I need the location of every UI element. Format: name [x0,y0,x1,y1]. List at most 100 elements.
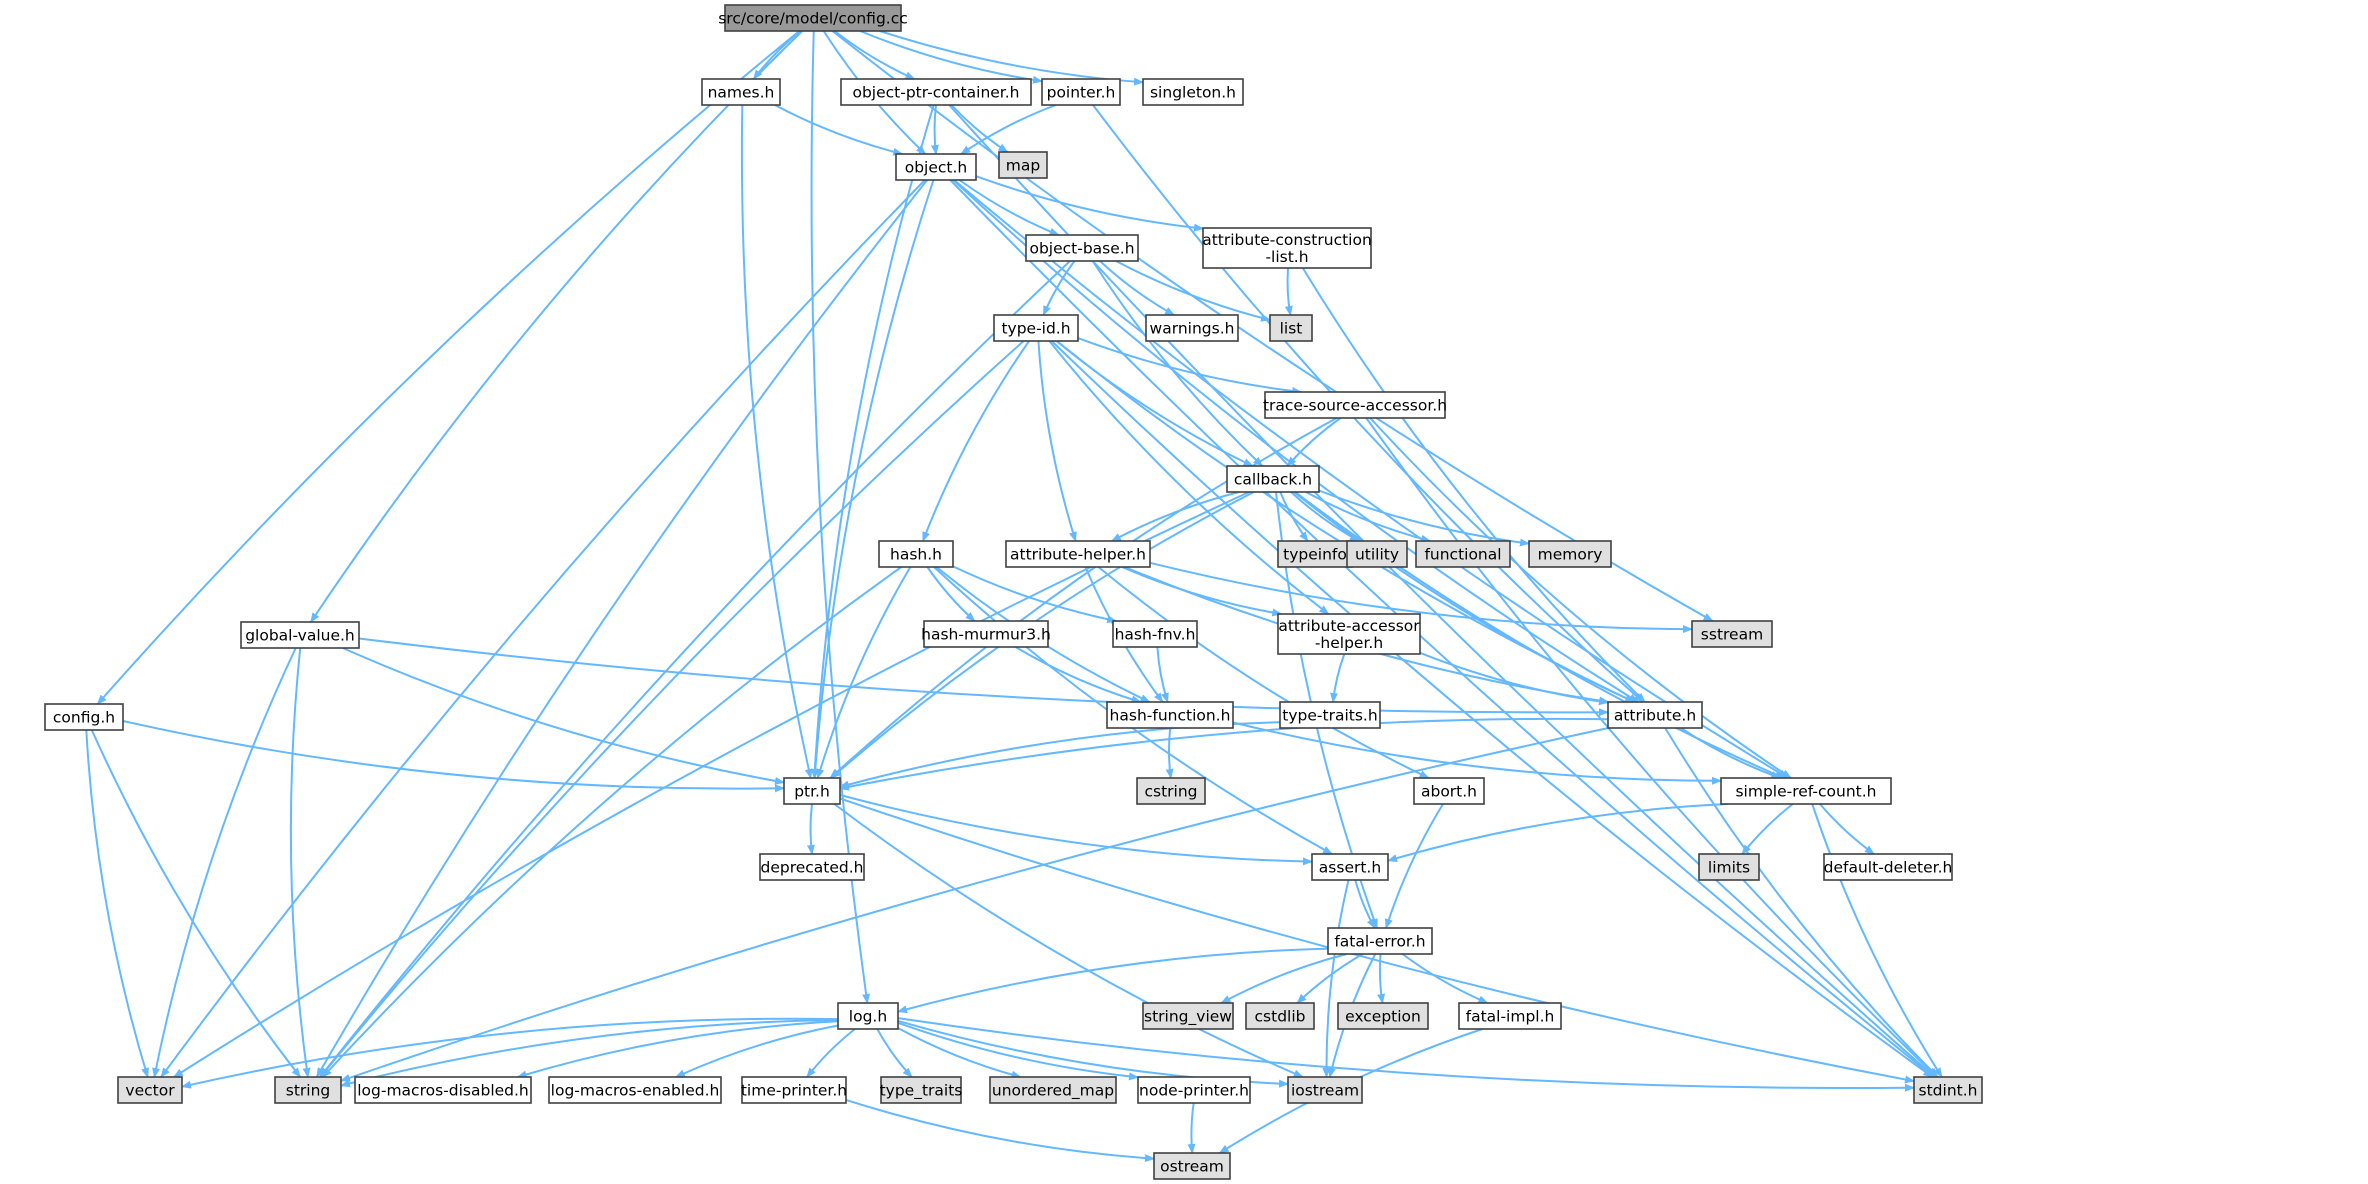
node-stdint: stdint.h [1913,1076,1983,1104]
edge-log-to-node_printer [897,1021,1139,1081]
node-label: sstream [1701,626,1763,644]
edge-type_id-to-attr_helper [1037,340,1077,542]
node-attribute[interactable]: attribute.h [1607,701,1703,729]
node-label: map [1006,157,1040,175]
node-ptr[interactable]: ptr.h [783,777,841,805]
node-memory: memory [1528,540,1612,568]
edge-config_cc-to-names [752,30,802,80]
node-lme[interactable]: log-macros-enabled.h [548,1076,722,1104]
node-config-h[interactable]: config.h [44,703,124,731]
node-warnings[interactable]: warnings.h [1145,314,1239,342]
node-label: attribute.h [1614,707,1696,725]
node-acl[interactable]: attribute-construction-list.h [1202,227,1372,269]
edge-log-to-time_printer [806,1028,856,1078]
node-fatal-impl[interactable]: fatal-impl.h [1458,1002,1562,1030]
node-fnv[interactable]: hash-fnv.h [1112,620,1198,648]
edge-src-to-limits [1741,803,1794,855]
node-pointer[interactable]: pointer.h [1041,78,1121,106]
node-box [1269,314,1313,342]
node-type-traits: type_traits [880,1076,962,1104]
node-label: log-macros-enabled.h [551,1082,720,1100]
node-log[interactable]: log.h [837,1002,899,1030]
edge-fatal_error-to-cstdlib [1296,953,1364,1004]
node-label: vector [125,1082,175,1100]
node-lmd[interactable]: log-macros-disabled.h [354,1076,532,1104]
node-box [1413,777,1485,805]
node-box [1279,701,1381,729]
edge-attr_helper-to-aah [1121,566,1283,617]
node-type-traits-h[interactable]: type-traits.h [1279,701,1381,729]
edge-log-to-lmd [516,1020,839,1079]
node-callback[interactable]: callback.h [1226,465,1320,493]
node-object[interactable]: object.h [895,153,977,181]
node-limits: limits [1698,853,1760,881]
node-box [741,1076,847,1104]
node-label: attribute-helper.h [1010,546,1146,564]
node-object-base[interactable]: object-base.h [1025,234,1139,262]
edge-attr_helper-to-sstream [1149,561,1693,634]
node-box [1137,1076,1251,1104]
edge-object-to-acl [975,175,1204,232]
node-box [1202,227,1372,269]
node-hash-function[interactable]: hash-function.h [1106,701,1234,729]
node-time-printer[interactable]: time-printer.h [741,1076,847,1104]
node-default-deleter[interactable]: default-deleter.h [1823,853,1953,881]
node-singleton[interactable]: singleton.h [1142,78,1244,106]
node-label: string_view [1144,1008,1232,1027]
node-label: hash.h [890,546,942,564]
node-node-printer[interactable]: node-printer.h [1137,1076,1251,1104]
node-attr-helper[interactable]: attribute-helper.h [1005,540,1151,568]
node-label: assert.h [1319,859,1381,877]
node-deprecated[interactable]: deprecated.h [759,853,865,881]
node-box [1458,1002,1562,1030]
node-label: time-printer.h [741,1082,847,1100]
edge-attribute-to-stdint [1664,727,1939,1078]
node-opc[interactable]: object-ptr-container.h [840,78,1032,106]
node-box [1607,701,1703,729]
edge-time_printer-to-ostream [845,1098,1155,1163]
node-box [1264,391,1446,419]
edge-src-to-default_deleter [1819,803,1875,855]
node-aah[interactable]: attribute-accessor-helper.h [1277,613,1421,655]
node-global-value[interactable]: global-value.h [240,621,360,649]
node-label: iostream [1291,1082,1359,1100]
node-label: abort.h [1421,783,1477,801]
node-tsa[interactable]: trace-source-accessor.h [1263,391,1447,419]
node-config-cc[interactable]: src/core/model/config.cc [718,4,908,32]
node-murmur[interactable]: hash-murmur3.h [921,620,1051,648]
edge-ptr-to-iostream [833,803,1304,1078]
node-type-id[interactable]: type-id.h [993,314,1079,342]
edge-ptr-to-deprecated [806,803,815,855]
node-label: utility [1355,546,1399,564]
node-box [1528,540,1612,568]
edge-fatal_error-to-fatal_impl [1401,953,1489,1004]
edge-assert-to-iostream [1322,879,1350,1078]
node-box [724,4,902,32]
edge-object-to-vector [160,179,926,1078]
edge-type_traits_h-to-ptr [839,721,1281,789]
edge-node_printer-to-ostream [1187,1102,1196,1154]
edge-log-to-lme [674,1024,839,1078]
node-box [354,1076,532,1104]
edge-log-to-type_traits [876,1028,913,1078]
node-fatal-error[interactable]: fatal-error.h [1327,927,1433,955]
node-label: default-deleter.h [1824,859,1953,877]
node-label: fatal-error.h [1334,933,1425,951]
node-label: names.h [708,84,775,102]
node-cstdlib: cstdlib [1245,1002,1315,1030]
node-assert[interactable]: assert.h [1311,853,1389,881]
node-src[interactable]: simple-ref-count.h [1720,777,1892,805]
node-label: type-id.h [1001,320,1070,338]
node-box [895,153,977,181]
edge-ptr-to-assert [839,794,1313,866]
node-label: cstdlib [1255,1008,1306,1026]
node-names[interactable]: names.h [701,78,781,106]
edge-object-to-ptr [811,179,935,779]
node-label: limits [1708,859,1750,877]
edge-object_base-to-callback [1091,260,1264,467]
edge-hash_function-to-src [1232,721,1722,785]
node-box [1346,540,1408,568]
node-box [1913,1076,1983,1104]
node-abort[interactable]: abort.h [1413,777,1485,805]
node-hash[interactable]: hash.h [878,540,954,568]
